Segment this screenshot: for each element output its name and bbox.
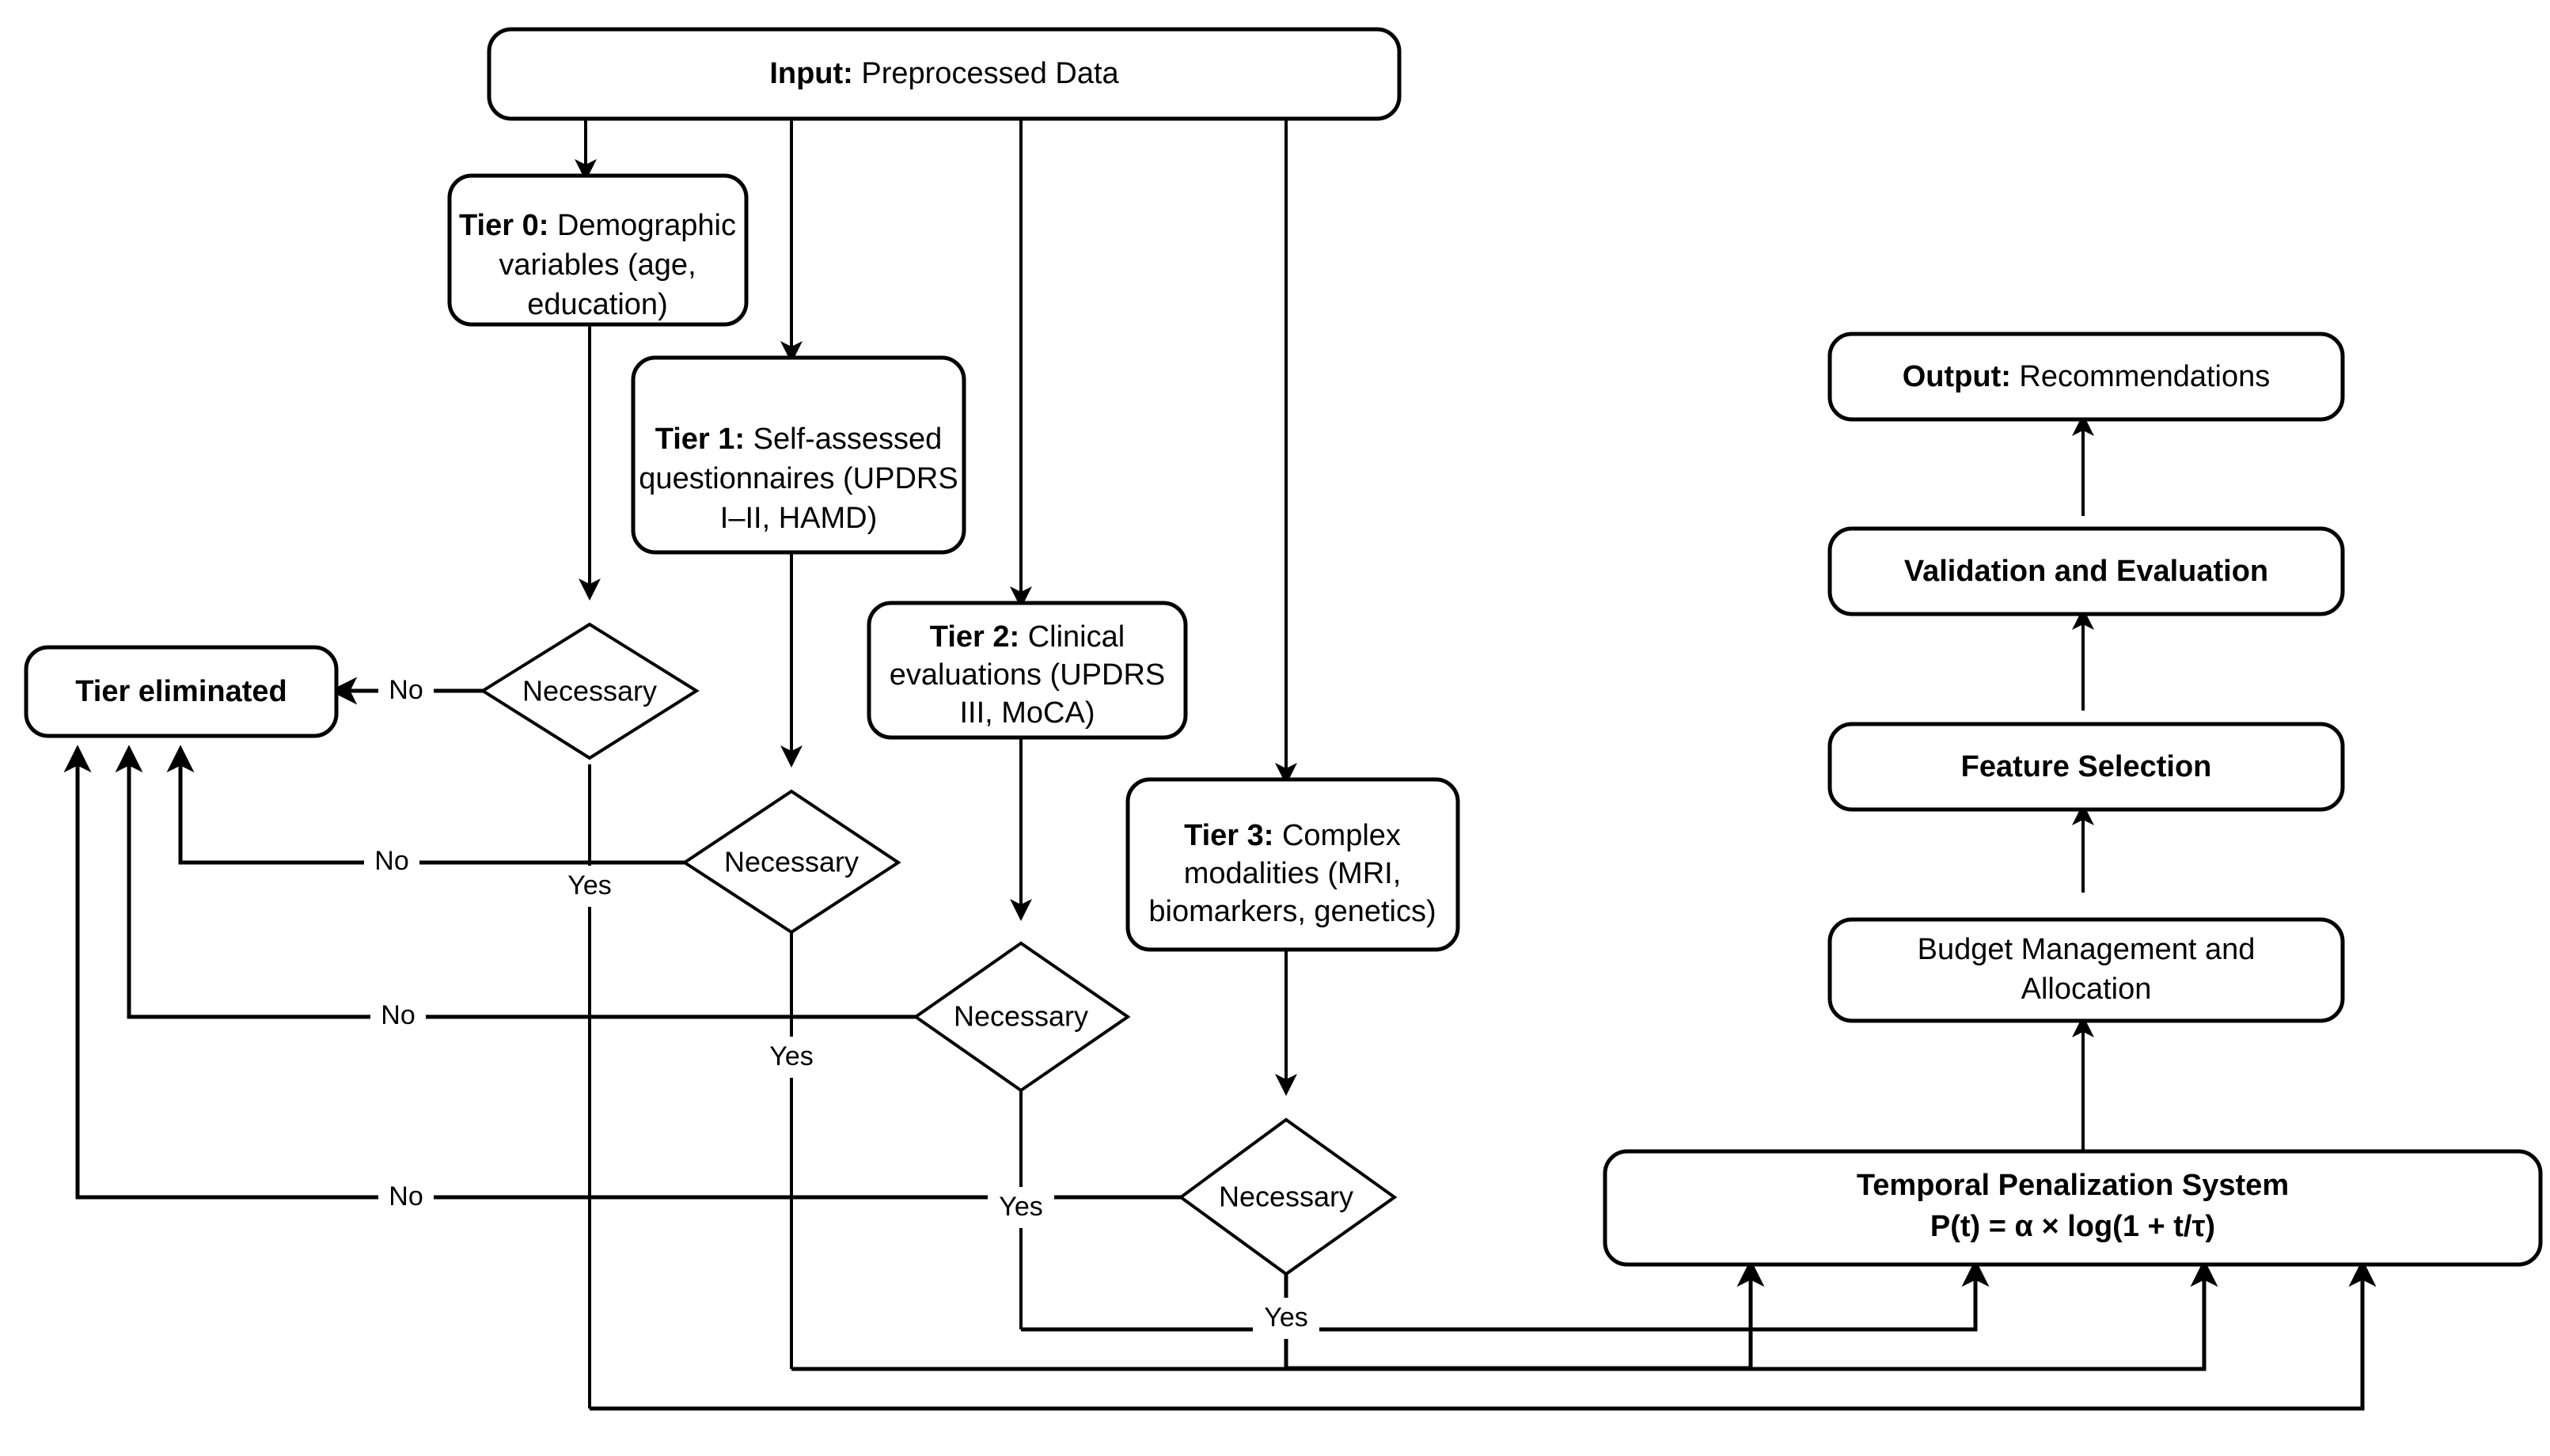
- tier3-box[interactable]: [1125, 777, 1460, 952]
- decision0-diamond[interactable]: [480, 622, 700, 760]
- feature-selection-label: Feature Selection: [1961, 750, 2212, 783]
- edge-layer: [63, 119, 2377, 1411]
- node-decision2[interactable]: Necessary: [913, 941, 1131, 1093]
- node-tier0[interactable]: Tier 0: Demographic variables (age, educ…: [447, 173, 749, 327]
- tier0-box[interactable]: [447, 173, 749, 327]
- tier1-box[interactable]: [631, 355, 966, 555]
- budget-line1: Budget Management and: [1918, 933, 2256, 966]
- edge-decision2-yes-to-temporal: [1021, 1259, 1990, 1332]
- edge-label-yes-1: Yes: [769, 1041, 813, 1071]
- edge-decision2-no: [115, 745, 918, 1019]
- validation-box[interactable]: [1827, 526, 2345, 616]
- decision2-label: Necessary: [954, 1000, 1088, 1033]
- tier2-box[interactable]: [867, 601, 1188, 740]
- feature-selection-box[interactable]: [1827, 722, 2345, 812]
- tier2-line2: evaluations (UPDRS: [890, 658, 1165, 692]
- edge-label-yes-3: Yes: [1264, 1302, 1307, 1333]
- node-tier2[interactable]: Tier 2: Clinical evaluations (UPDRS III,…: [867, 601, 1188, 740]
- decision2-diamond[interactable]: [913, 941, 1131, 1093]
- input-box[interactable]: [487, 27, 1402, 121]
- node-feature-selection[interactable]: Feature Selection: [1827, 722, 2345, 812]
- tier1-line2: questionnaires (UPDRS: [639, 462, 958, 495]
- node-decision0[interactable]: Necessary: [480, 622, 700, 760]
- edge-label-yes-2: Yes: [999, 1192, 1042, 1222]
- decision1-label: Necessary: [724, 846, 859, 878]
- temporal-line1: Temporal Penalization System: [1857, 1169, 2289, 1202]
- tier3-line3: biomarkers, genetics): [1148, 895, 1436, 928]
- tier0-line2: variables (age,: [499, 248, 696, 282]
- decision0-label: Necessary: [522, 675, 657, 707]
- tier3-line2: modalities (MRI,: [1184, 857, 1402, 890]
- edge-decision0-yes-to-temporal: [590, 1259, 2377, 1411]
- node-budget[interactable]: Budget Management and Allocation: [1827, 917, 2345, 1023]
- budget-box[interactable]: [1827, 917, 2345, 1023]
- tier3-line1: Tier 3: Complex: [1184, 819, 1401, 852]
- edge-decision1-yes-to-temporal: [791, 1259, 2218, 1371]
- tier-eliminated-label: Tier eliminated: [75, 675, 287, 708]
- output-box[interactable]: [1827, 332, 2345, 422]
- input-label: Input: Preprocessed Data: [769, 57, 1119, 90]
- edge-decision3-no: [63, 745, 1187, 1200]
- tier2-line3: III, MoCA): [959, 696, 1095, 730]
- validation-label: Validation and Evaluation: [1904, 555, 2268, 588]
- tier1-line3: I–II, HAMD): [720, 502, 877, 535]
- node-tier-eliminated[interactable]: Tier eliminated: [24, 645, 339, 738]
- node-validation[interactable]: Validation and Evaluation: [1827, 526, 2345, 616]
- tier2-line1: Tier 2: Clinical: [930, 620, 1125, 654]
- decision3-label: Necessary: [1219, 1181, 1353, 1213]
- edge-label-no-1: No: [374, 846, 408, 876]
- node-decision3[interactable]: Necessary: [1178, 1117, 1398, 1276]
- output-label: Output: Recommendations: [1903, 360, 2271, 393]
- edge-label-yes-0: Yes: [567, 870, 611, 901]
- tier1-line1: Tier 1: Self-assessed: [655, 423, 943, 456]
- node-input[interactable]: Input: Preprocessed Data: [487, 27, 1402, 121]
- tier0-line3: education): [527, 288, 667, 321]
- decision3-diamond[interactable]: [1178, 1117, 1398, 1276]
- tier-eliminated-box[interactable]: [24, 645, 339, 738]
- edge-label-no-3: No: [389, 1181, 423, 1211]
- edge-label-no-2: No: [381, 1000, 415, 1030]
- edge-label-no-0: No: [389, 675, 423, 705]
- budget-line2: Allocation: [2021, 973, 2152, 1006]
- node-output[interactable]: Output: Recommendations: [1827, 332, 2345, 422]
- node-decision1[interactable]: Necessary: [681, 789, 901, 935]
- temporal-box[interactable]: [1603, 1149, 2543, 1267]
- edge-label-layer: No No No No Yes Yes Yes Yes: [364, 670, 1319, 1339]
- node-tier1[interactable]: Tier 1: Self-assessed questionnaires (UP…: [631, 355, 966, 555]
- tier0-line1: Tier 0: Demographic: [459, 209, 736, 242]
- decision1-diamond[interactable]: [681, 789, 901, 935]
- node-temporal-penalization[interactable]: Temporal Penalization System P(t) = α × …: [1603, 1149, 2543, 1267]
- edge-decision1-no: [166, 745, 685, 865]
- node-tier3[interactable]: Tier 3: Complex modalities (MRI, biomark…: [1125, 777, 1460, 952]
- temporal-line2: P(t) = α × log(1 + t/τ): [1930, 1210, 2215, 1243]
